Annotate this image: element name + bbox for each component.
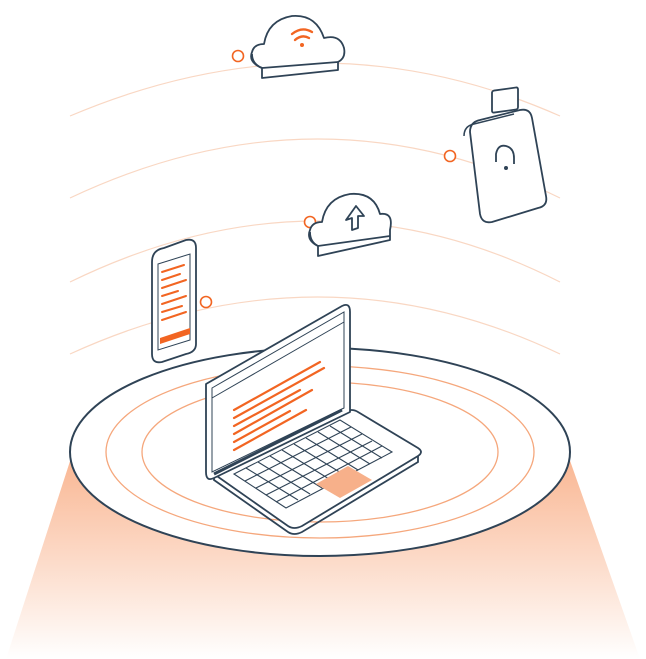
padlock-icon [491, 86, 519, 170]
laptop-hinge [213, 408, 343, 476]
connector-dot-2 [443, 149, 457, 163]
signal-arc-4 [69, 296, 561, 355]
padlock-tile [463, 86, 548, 224]
laptop [205, 303, 422, 535]
wifi-cloud-icon [250, 15, 346, 79]
smartphone [151, 238, 197, 364]
laptop-keyboard [232, 419, 394, 509]
connector-dot-1 [231, 49, 245, 63]
connector-dots [199, 49, 457, 309]
wifi-icon [290, 28, 314, 47]
upload-arrow-icon [345, 205, 365, 231]
laptop-screen [205, 303, 351, 481]
laptop-touchpad [316, 466, 372, 498]
signal-arc-3 [69, 220, 561, 283]
phone-button [160, 328, 190, 344]
upload-cloud-icon [308, 192, 392, 257]
laptop-screen-lines [232, 360, 326, 452]
connector-dot-4 [199, 295, 213, 309]
phone-screen-lines [161, 264, 187, 321]
